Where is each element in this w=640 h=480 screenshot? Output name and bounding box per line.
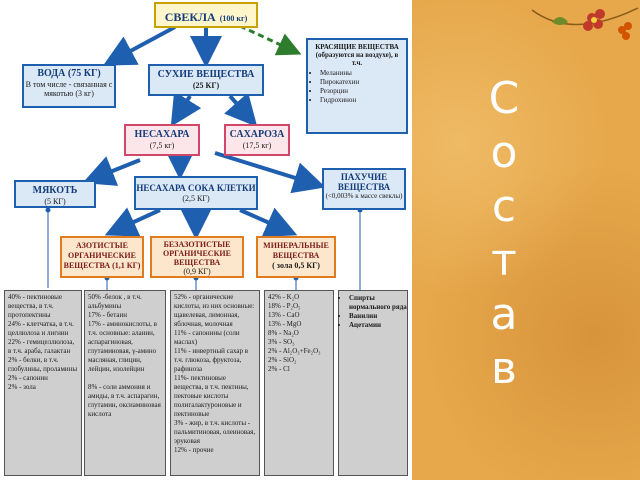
node-sucrose-title: САХАРОЗА [229, 129, 285, 140]
node-nonsugar-title: НЕСАХАРА [134, 129, 190, 140]
side-letter: с [491, 181, 517, 232]
node-water: ВОДА (75 КГ) В том числе - связанная с м… [22, 64, 116, 108]
detail-nitro: 50% -белок , в т.ч. альбумины 17% - бета… [84, 290, 166, 476]
node-nitro: АЗОТИСТЫЕ ОРГАНИЧЕСКИЕ ВЕЩЕСТВА (1,1 КГ) [60, 236, 144, 278]
node-beet-title: СВЕКЛА [164, 10, 216, 24]
detail-pulp-text: 40% - пектиновые вещества, в т.ч. протоп… [8, 293, 78, 391]
node-pulp-sub: (5 КГ) [44, 197, 66, 206]
node-water-title: ВОДА (75 КГ) [37, 68, 101, 79]
coloring-item: Резорцин [320, 87, 404, 96]
aromatic-item: Ванилин [349, 312, 407, 321]
node-aromatic-title: ПАХУЧИЕ ВЕЩЕСТВА [337, 172, 391, 192]
detail-mineral-text: 42% - K₂O 18% - P₂O₅ 13% - CaO 13% - MgO… [268, 293, 321, 373]
node-aromatic: ПАХУЧИЕ ВЕЩЕСТВА (<0,003% к массе свеклы… [322, 168, 406, 210]
aromatic-list: Спирты нормального ряда Ванилин Ацетамин [339, 294, 407, 330]
node-nitro-title: АЗОТИСТЫЕ ОРГАНИЧЕСКИЕ ВЕЩЕСТВА (1,1 КГ) [63, 241, 141, 270]
detail-aromatic: Спирты нормального ряда Ванилин Ацетамин [338, 290, 408, 476]
node-pulp: МЯКОТЬ (5 КГ) [14, 180, 96, 208]
node-mineral: МИНЕРАЛЬНЫЕ ВЕЩЕСТВА ( зола 0,5 КГ) [256, 236, 336, 278]
side-letter: о [490, 127, 518, 178]
detail-pulp: 40% - пектиновые вещества, в т.ч. протоп… [4, 290, 82, 476]
side-letter: а [490, 289, 518, 340]
node-nonnitro: БЕЗАЗОТИСТЫЕ ОРГАНИЧЕСКИЕ ВЕЩЕСТВА (0,9 … [150, 236, 244, 278]
side-word: С о с т а в [484, 72, 524, 396]
coloring-item: Пирокатехин [320, 78, 404, 87]
composition-diagram: СВЕКЛА (100 кг) ВОДА (75 КГ) В том числе… [0, 0, 412, 480]
detail-nonnitro-text: 52% - органические кислоты, из них основ… [174, 293, 256, 454]
node-beet: СВЕКЛА (100 кг) [154, 2, 258, 28]
node-mineral-title: МИНЕРАЛЬНЫЕ ВЕЩЕСТВА [263, 241, 329, 260]
node-dry-title: СУХИЕ ВЕЩЕСТВА [157, 69, 255, 80]
node-nonsugar-sub: (7,5 кг) [149, 141, 175, 150]
node-nonnitro-title: БЕЗАЗОТИСТЫЕ ОРГАНИЧЕСКИЕ ВЕЩЕСТВА [163, 240, 231, 267]
node-cell-nonsugar-sub: (2,5 КГ) [182, 194, 210, 203]
node-beet-sub: (100 кг) [219, 14, 248, 23]
node-nonnitro-sub: (0,9 КГ) [183, 267, 211, 276]
node-sucrose: САХАРОЗА (17,5 кг) [224, 124, 290, 156]
coloring-item: Гидрохинон [320, 96, 404, 105]
node-dry: СУХИЕ ВЕЩЕСТВА (25 КГ) [148, 64, 264, 96]
coloring-item: Меланины [320, 69, 404, 78]
side-panel: С о с т а в [412, 0, 640, 480]
aromatic-item: Ацетамин [349, 321, 407, 330]
node-cell-nonsugar-title: НЕСАХАРА СОКА КЛЕТКИ [136, 183, 256, 193]
node-nonsugar: НЕСАХАРА (7,5 кг) [124, 124, 200, 156]
aromatic-item: Спирты нормального ряда [349, 294, 407, 312]
node-aromatic-sub: (<0,003% к массе свеклы) [325, 192, 403, 200]
detail-mineral: 42% - K₂O 18% - P₂O₅ 13% - CaO 13% - MgO… [264, 290, 334, 476]
node-cell-nonsugar: НЕСАХАРА СОКА КЛЕТКИ (2,5 КГ) [134, 176, 258, 210]
node-coloring-title: КРАСЯЩИЕ ВЕЩЕСТВА (образуются на воздухе… [315, 43, 399, 67]
node-pulp-title: МЯКОТЬ [32, 185, 78, 196]
flower-icon [531, 7, 639, 40]
node-mineral-sub: ( зола 0,5 КГ) [272, 261, 320, 270]
detail-nitro-text: 50% -белок , в т.ч. альбумины 17% - бета… [88, 293, 161, 418]
node-dry-sub: (25 КГ) [192, 81, 220, 90]
side-letter: С [488, 73, 520, 124]
coloring-list: Меланины Пирокатехин Резорцин Гидрохинон [310, 69, 404, 105]
detail-nonnitro: 52% - органические кислоты, из них основ… [170, 290, 260, 476]
node-coloring: КРАСЯЩИЕ ВЕЩЕСТВА (образуются на воздухе… [306, 38, 408, 134]
node-sucrose-sub: (17,5 кг) [242, 141, 272, 150]
node-water-sub: В том числе - связанная с мякотью (3 кг) [25, 80, 113, 98]
side-letter: т [491, 235, 517, 286]
side-letter: в [491, 343, 517, 394]
